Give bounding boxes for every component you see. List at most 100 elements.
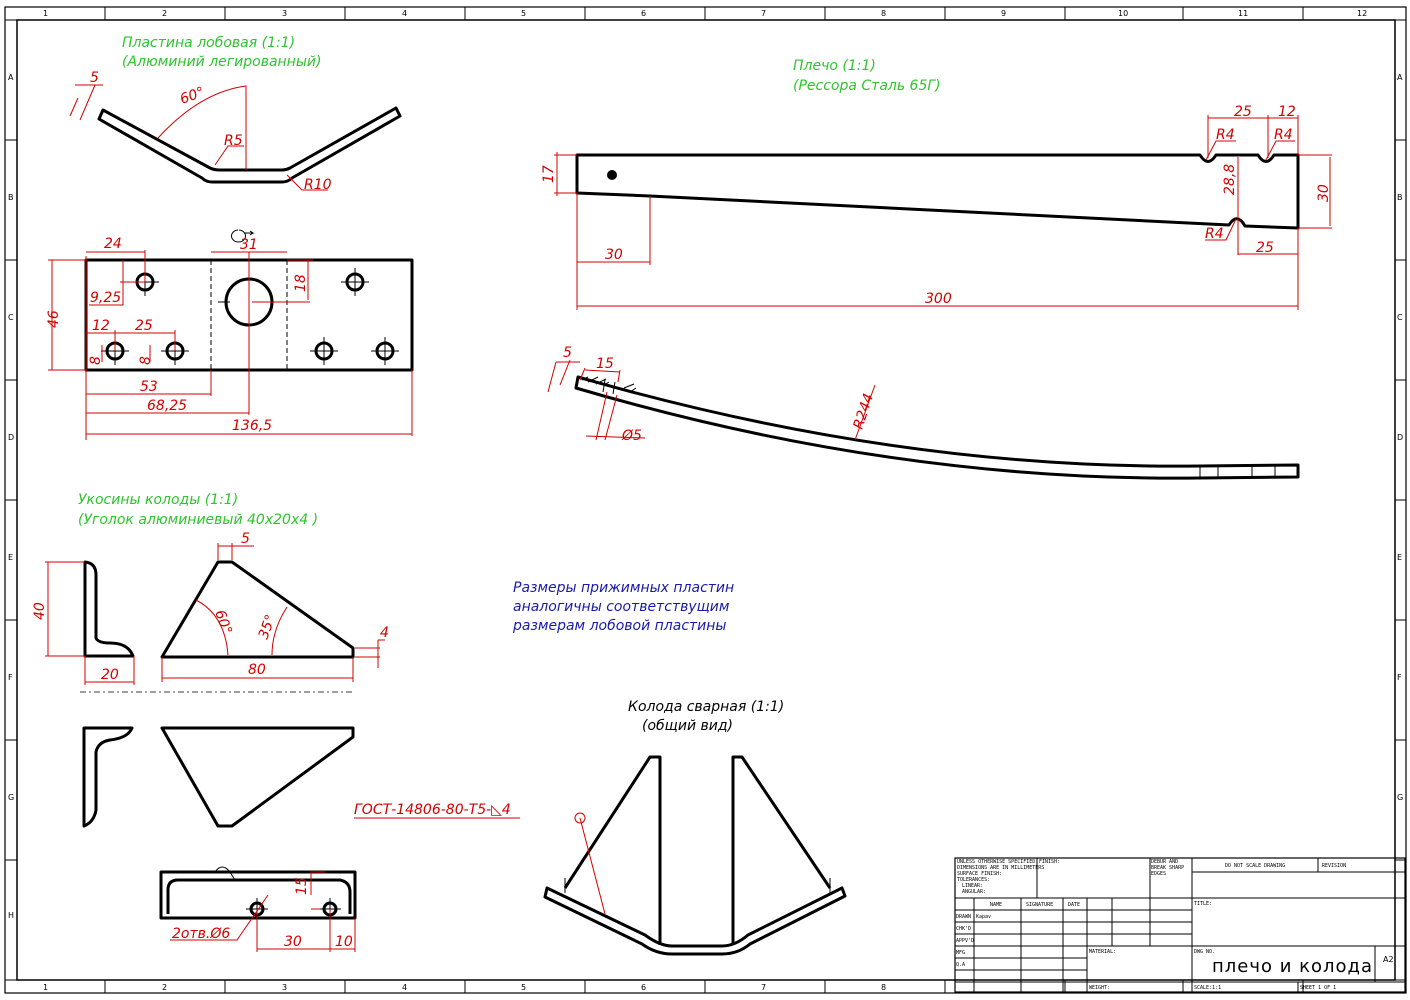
dim-text: 28,8 xyxy=(1222,164,1238,195)
dim-text: 18 xyxy=(293,274,309,292)
row-label: F xyxy=(8,673,13,682)
column-label: 12 xyxy=(1357,9,1367,18)
brace-views: Укосины колоды (1:1) (Уголок алюминиевый… xyxy=(32,492,389,952)
tb-text: DEBUR AND xyxy=(1151,859,1178,865)
column-label: 6 xyxy=(641,9,646,18)
dim-text: 60° xyxy=(211,608,235,637)
dim-text: 4 xyxy=(380,625,389,641)
dim-text: 5 xyxy=(90,70,99,86)
row-label: D xyxy=(8,433,14,442)
dim-text: 30 xyxy=(1316,184,1332,202)
row-labels: A B C D E F G H A B C D E F G xyxy=(8,73,1403,920)
row-label: H xyxy=(8,911,14,920)
row-label: G xyxy=(8,793,14,802)
row-label: G xyxy=(1397,793,1403,802)
tb-text: NAME xyxy=(990,902,1002,908)
tb-text: REVISION xyxy=(1322,863,1346,869)
tb-text: SURFACE FINISH: xyxy=(957,871,1002,877)
dim-text: R4 xyxy=(1274,127,1293,143)
tb-text: DO NOT SCALE DRAWING xyxy=(1225,863,1285,869)
dim-text: 17 xyxy=(541,165,557,183)
tb-text: MATERIAL: xyxy=(1089,949,1116,955)
dim-text: 15 xyxy=(596,356,614,372)
brace-material: (Уголок алюминиевый 40x20x4 ) xyxy=(78,512,318,528)
dim-text: 300 xyxy=(925,291,952,307)
dim-text: 24 xyxy=(104,236,122,252)
tb-text: CHK'D xyxy=(956,926,971,932)
column-label: 10 xyxy=(1118,9,1128,18)
sheet-frame xyxy=(4,6,1407,994)
column-label: 7 xyxy=(761,9,766,18)
row-label: F xyxy=(1397,673,1402,682)
tb-text: Kapav xyxy=(976,914,991,920)
brace-title: Укосины колоды (1:1) xyxy=(78,492,238,508)
column-label: 8 xyxy=(881,9,886,18)
column-label: 9 xyxy=(1001,9,1006,18)
dim-text: 8 xyxy=(138,356,154,365)
tb-text: SCALE:1:1 xyxy=(1194,985,1221,991)
tb-text: SHEET 1 OF 1 xyxy=(1300,985,1336,991)
dim-text: 25 xyxy=(135,318,153,334)
tb-text: LINEAR: xyxy=(962,883,983,889)
column-label: 4 xyxy=(402,9,407,18)
dim-text: 35° xyxy=(256,613,280,642)
note-line: аналогичны соответствущим xyxy=(513,599,730,615)
dim-text: R244 xyxy=(851,392,877,432)
arm-title: Плечо (1:1) xyxy=(793,58,876,74)
row-label: C xyxy=(1397,313,1403,322)
title-block: UNLESS OTHERWISE SPECIFIED: DIMENSIONS A… xyxy=(954,857,1406,993)
tb-text: UNLESS OTHERWISE SPECIFIED: xyxy=(957,859,1038,865)
plates-note: Размеры прижимных пластин аналогичны соо… xyxy=(512,580,734,634)
row-label: B xyxy=(8,193,14,202)
sheet-size: A2 xyxy=(1383,955,1394,964)
dim-text: 10 xyxy=(335,934,353,950)
row-label: E xyxy=(8,553,13,562)
column-label: 5 xyxy=(521,9,526,18)
dim-text: 8 xyxy=(88,356,104,365)
dim-text: 5 xyxy=(241,531,250,547)
dim-text: 5 xyxy=(563,345,572,361)
column-label: 1 xyxy=(43,983,48,992)
tb-text: DATE xyxy=(1068,902,1080,908)
dim-text: 30 xyxy=(605,247,623,263)
column-labels-top: 1 2 3 4 5 6 7 8 9 10 11 12 xyxy=(43,9,1367,18)
arm-top-view: Плечо (1:1) (Рессора Сталь 65Г) 17 30 30… xyxy=(541,58,1332,310)
dim-text: 15 xyxy=(294,877,310,895)
tb-text: ANGULAR: xyxy=(962,889,986,895)
column-label: 4 xyxy=(402,983,407,992)
tb-text: DRAWN xyxy=(956,914,971,920)
assembly-title: Колода сварная (1:1) xyxy=(628,699,784,715)
drawing-name: плечо и колода xyxy=(1212,956,1373,977)
dim-text: 46 xyxy=(46,310,62,328)
dim-text: 31 xyxy=(240,237,258,253)
row-label: A xyxy=(1397,73,1403,82)
row-label: B xyxy=(1397,193,1403,202)
tb-text: WEIGHT: xyxy=(1089,985,1110,991)
row-label: E xyxy=(1397,553,1402,562)
assembly-subtitle: (общий вид) xyxy=(642,718,733,734)
dim-text: 30 xyxy=(284,934,302,950)
arm-side-view: 5 15 Ø5 R244 xyxy=(547,345,1300,480)
dim-text: R4 xyxy=(1216,127,1235,143)
row-label: C xyxy=(8,313,14,322)
dim-text: 136,5 xyxy=(232,418,272,434)
plate-material: (Алюминий легированный) xyxy=(122,54,321,70)
tb-text: DIMENSIONS ARE IN MILLIMETERS xyxy=(957,865,1044,871)
arm-material: (Рессора Сталь 65Г) xyxy=(793,78,941,94)
dim-text: 68,25 xyxy=(147,398,187,414)
column-label: 3 xyxy=(282,983,287,992)
dim-text: 40 xyxy=(32,602,48,620)
tb-text: EDGES xyxy=(1151,871,1166,877)
dim-text: 12 xyxy=(92,318,110,334)
dim-text: 25 xyxy=(1256,240,1274,256)
tb-text: TOLERANCES: xyxy=(957,877,990,883)
row-label: A xyxy=(8,73,14,82)
dim-text: 2отв.Ø6 xyxy=(172,926,230,942)
front-plate-flat-view: 24 31 18 9,25 46 12 25 8 8 53 68,25 136,… xyxy=(46,229,414,440)
tb-text: TITLE: xyxy=(1194,901,1212,907)
weld-note: ГОСТ-14806-80-Т5-◺4 xyxy=(354,802,511,818)
dim-text: 60° xyxy=(178,84,207,108)
note-line: размерам лобовой пластины xyxy=(512,618,726,634)
dim-text: 20 xyxy=(101,667,119,683)
row-label: D xyxy=(1397,433,1403,442)
